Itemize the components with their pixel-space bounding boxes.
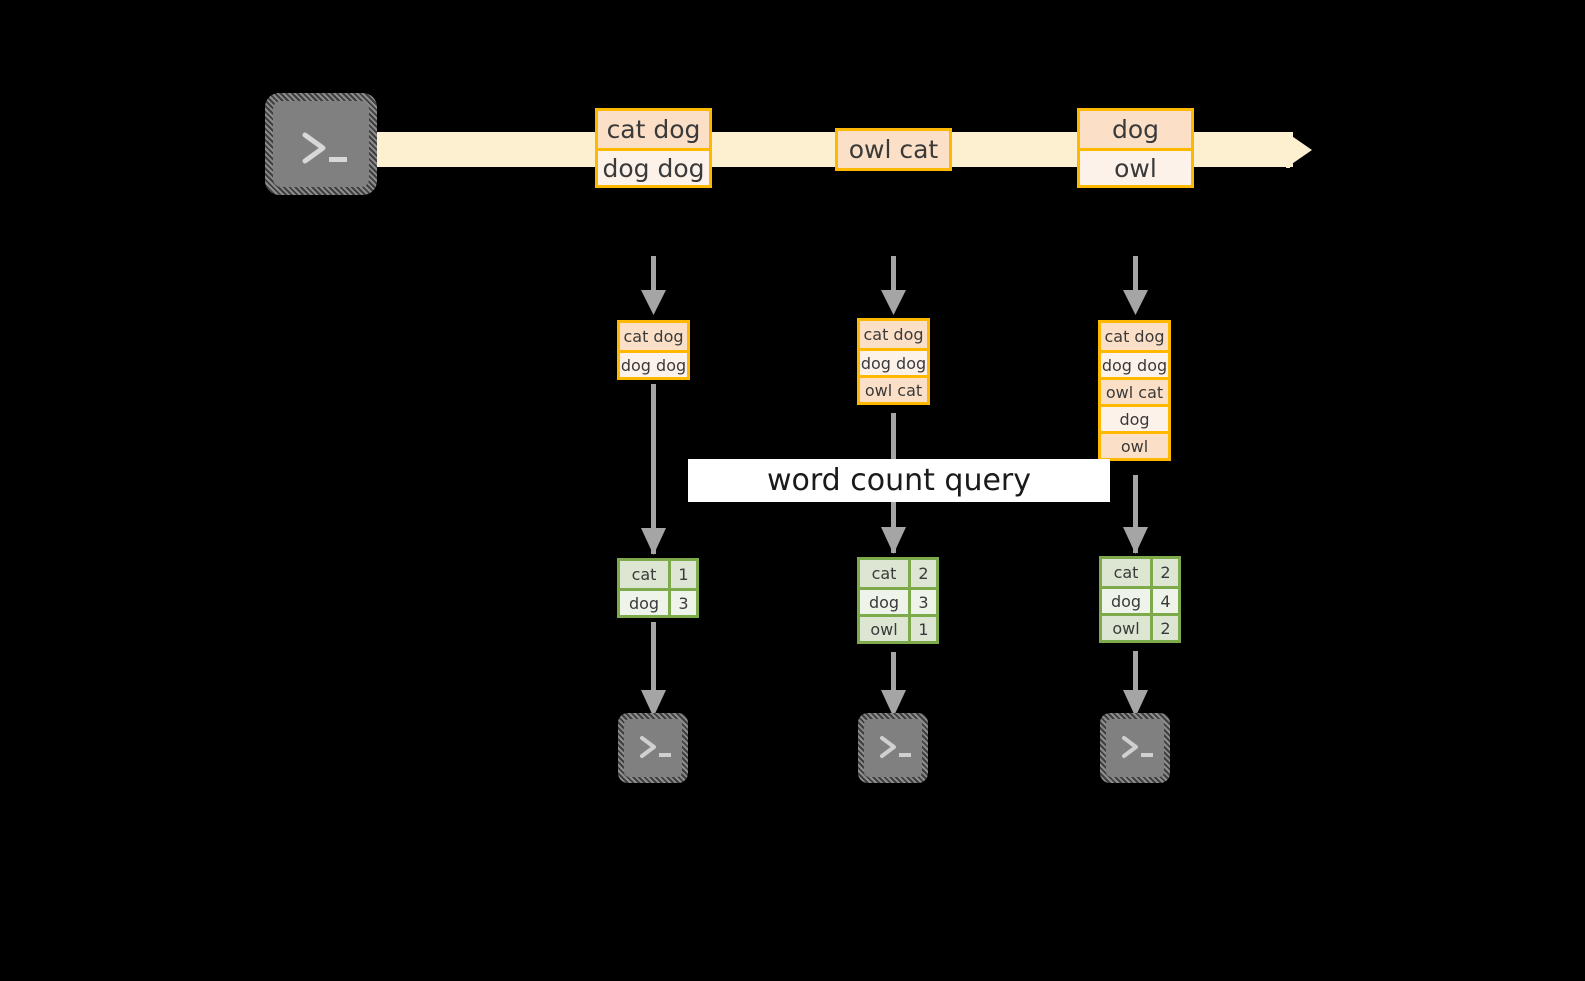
stream-batch-1-line-2: dog dog <box>598 148 709 185</box>
column-2-ingest-arrowhead <box>881 290 906 315</box>
column-2-query-arrowhead <box>881 527 906 554</box>
column-2-result-word-1: cat <box>860 560 908 587</box>
column-1-sink-arrowhead <box>641 690 666 717</box>
column-1-result-count-1: 1 <box>668 561 696 588</box>
column-2-input-line-1: cat dog <box>860 321 927 348</box>
column-1-result-table: cat 1 dog 3 <box>617 558 699 618</box>
column-3-result-word-2: dog <box>1102 589 1150 613</box>
stream-arrowhead <box>1286 132 1312 168</box>
table-row: owl 2 <box>1102 613 1178 640</box>
column-2-ingest-line <box>891 256 896 296</box>
column-2-input-line-3: owl cat <box>860 375 927 402</box>
terminal-prompt-glyph <box>880 736 911 758</box>
column-3-input-line-1: cat dog <box>1101 323 1168 350</box>
column-1-result-word-2: dog <box>620 591 668 615</box>
column-2-result-count-2: 3 <box>908 590 936 614</box>
column-1-result-count-2: 3 <box>668 591 696 615</box>
stream-batch-2-line-1: owl cat <box>838 131 949 168</box>
column-1-query-arrowhead <box>641 528 666 555</box>
column-3-result-word-1: cat <box>1102 559 1150 586</box>
column-3-result-word-3: owl <box>1102 616 1150 640</box>
table-row: dog 4 <box>1102 586 1178 613</box>
column-1-input-line-1: cat dog <box>620 323 687 350</box>
column-1-query-line <box>651 384 656 554</box>
column-1-input-line-2: dog dog <box>620 350 687 377</box>
terminal-prompt-glyph <box>640 736 671 758</box>
column-2-sink-terminal-icon <box>858 713 928 783</box>
column-3-result-count-1: 2 <box>1150 559 1178 586</box>
stream-batch-3-line-2: owl <box>1080 148 1191 185</box>
column-2-result-word-3: owl <box>860 617 908 641</box>
column-1-ingest-line <box>651 256 656 296</box>
column-3-result-count-3: 2 <box>1150 616 1178 640</box>
column-1-sink-terminal-icon <box>618 713 688 783</box>
column-2-input-table: cat dog dog dog owl cat <box>857 318 930 405</box>
column-3-ingest-line <box>1133 256 1138 296</box>
column-3-query-line <box>1133 475 1138 553</box>
column-2-input-line-2: dog dog <box>860 348 927 375</box>
column-3-input-line-5: owl <box>1101 431 1168 458</box>
stream-batch-1-line-1: cat dog <box>598 111 709 148</box>
column-3-input-table: cat dog dog dog owl cat dog owl <box>1098 320 1171 461</box>
column-2-result-count-1: 2 <box>908 560 936 587</box>
stream-batch-1: cat dog dog dog <box>595 108 712 188</box>
stream-batch-2: owl cat <box>835 128 952 171</box>
table-row: cat 1 <box>620 561 696 588</box>
column-1-ingest-arrowhead <box>641 290 666 315</box>
terminal-prompt-glyph <box>302 132 347 164</box>
column-1-input-table: cat dog dog dog <box>617 320 690 380</box>
table-row: dog 3 <box>860 587 936 614</box>
column-2-result-table: cat 2 dog 3 owl 1 <box>857 557 939 644</box>
stream-batch-3: dog owl <box>1077 108 1194 188</box>
column-3-input-line-3: owl cat <box>1101 377 1168 404</box>
query-label: word count query <box>688 459 1110 502</box>
column-1-sink-line <box>651 622 656 700</box>
column-3-result-table: cat 2 dog 4 owl 2 <box>1099 556 1181 643</box>
column-3-sink-arrowhead <box>1123 690 1148 717</box>
source-terminal-icon <box>265 93 377 195</box>
column-3-ingest-arrowhead <box>1123 290 1148 315</box>
table-row: cat 2 <box>1102 559 1178 586</box>
column-3-input-line-2: dog dog <box>1101 350 1168 377</box>
table-row: dog 3 <box>620 588 696 615</box>
column-3-result-count-2: 4 <box>1150 589 1178 613</box>
column-3-sink-line <box>1133 651 1138 700</box>
column-1-result-word-1: cat <box>620 561 668 588</box>
column-2-sink-arrowhead <box>881 690 906 717</box>
table-row: owl 1 <box>860 614 936 641</box>
column-3-input-line-4: dog <box>1101 404 1168 431</box>
column-2-result-count-3: 1 <box>908 617 936 641</box>
column-2-sink-line <box>891 652 896 700</box>
table-row: cat 2 <box>860 560 936 587</box>
column-2-result-word-2: dog <box>860 590 908 614</box>
column-3-sink-terminal-icon <box>1100 713 1170 783</box>
stream-batch-3-line-1: dog <box>1080 111 1191 148</box>
column-3-query-arrowhead <box>1123 527 1148 554</box>
terminal-prompt-glyph <box>1122 736 1153 758</box>
